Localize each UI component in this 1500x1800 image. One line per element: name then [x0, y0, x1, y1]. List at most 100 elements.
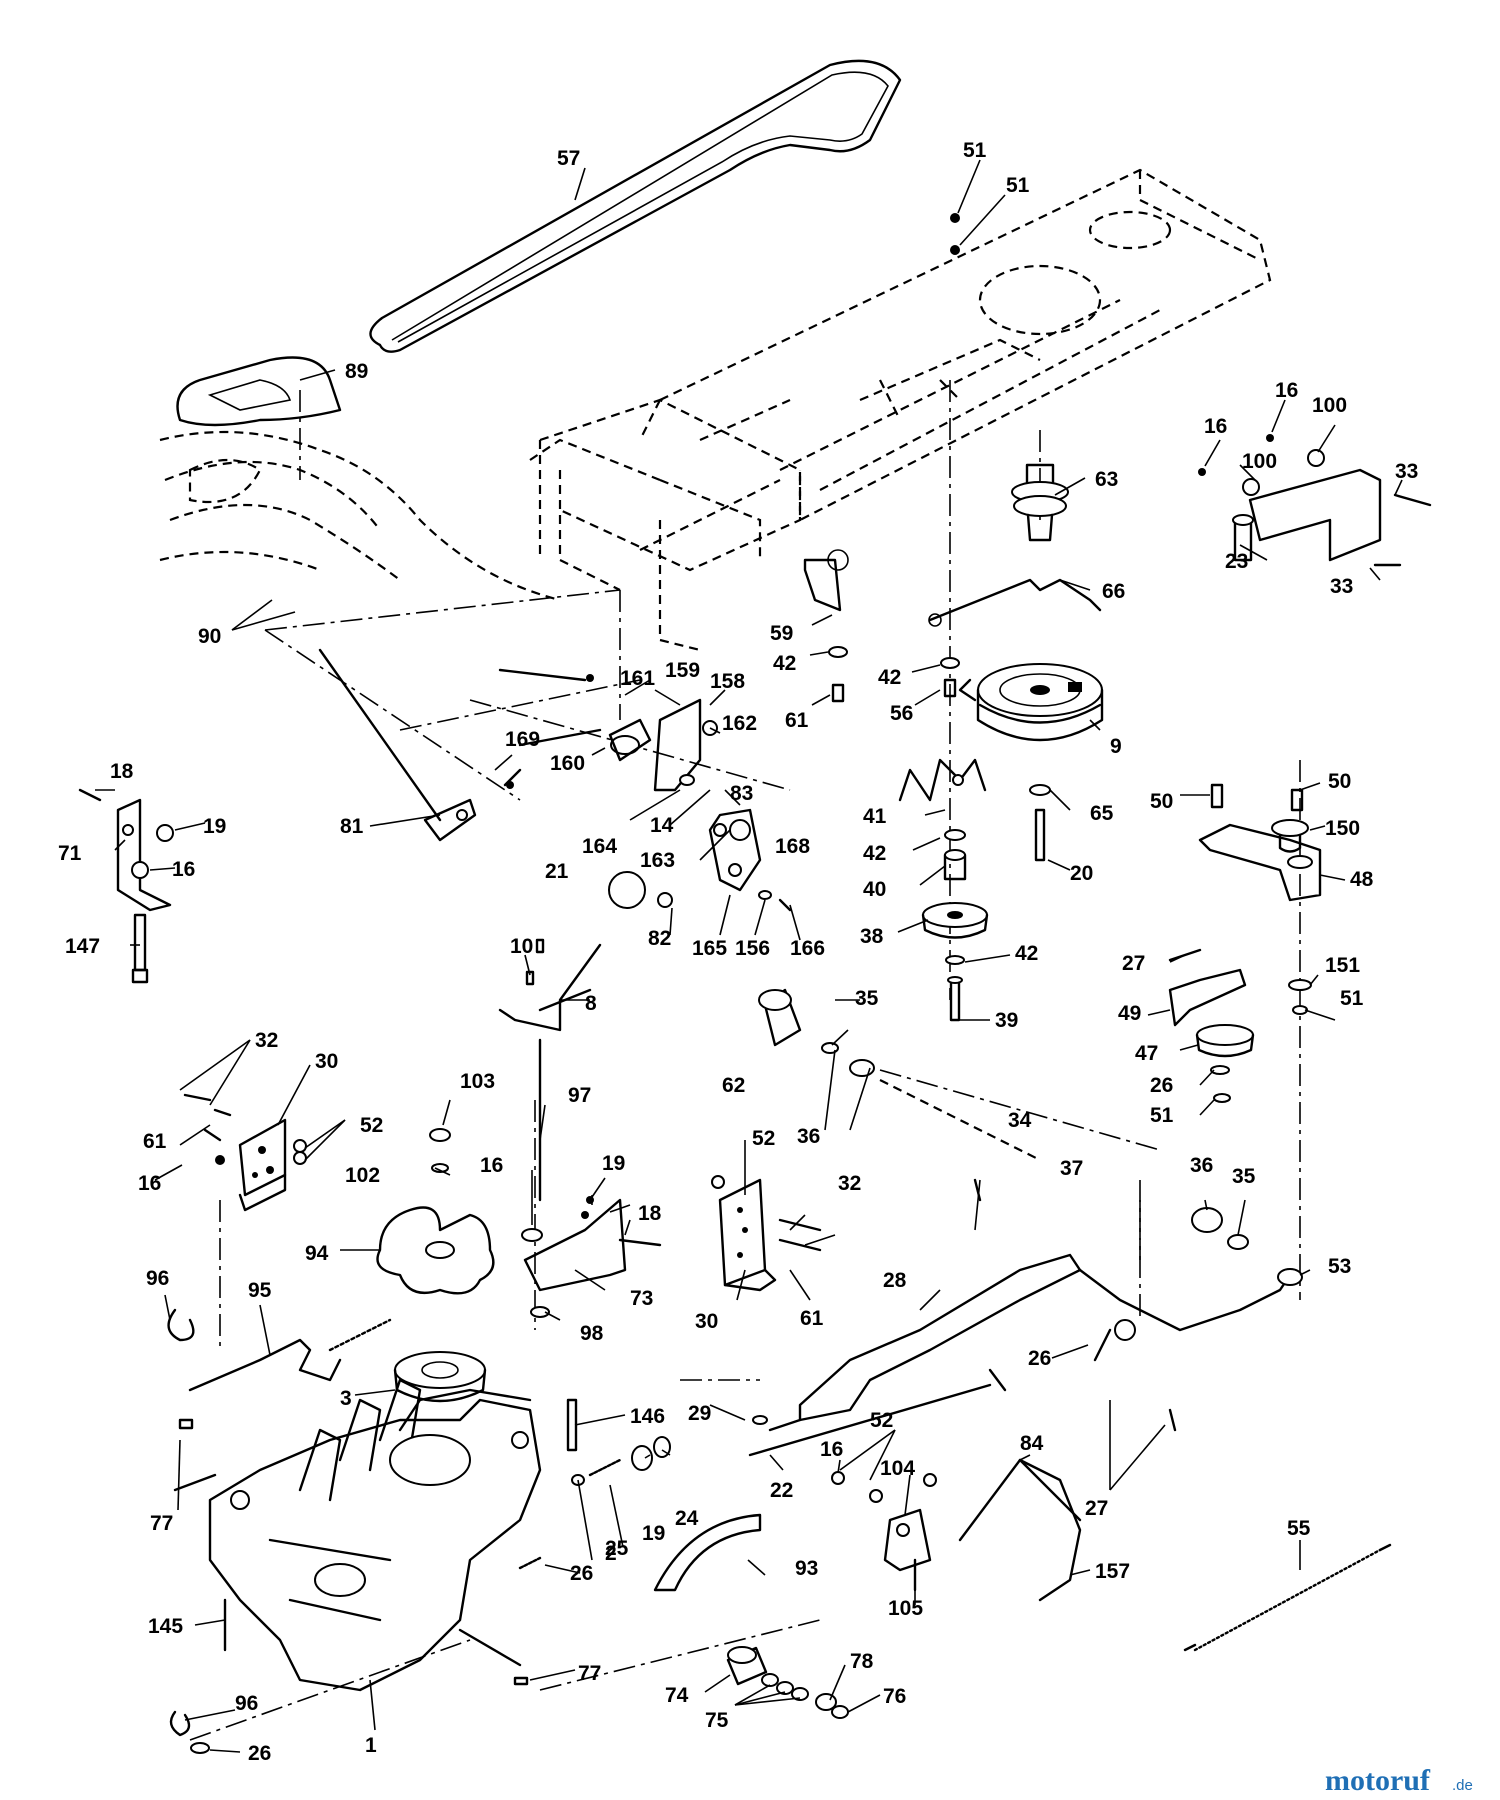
callout-147: 147: [65, 935, 100, 958]
callout-56: 56: [890, 702, 913, 725]
shift-plate: [176, 356, 342, 427]
callout-145: 145: [148, 1615, 183, 1638]
callout-76: 76: [883, 1685, 906, 1708]
callout-53: 53: [1328, 1255, 1351, 1278]
idler-stack: [921, 829, 989, 1022]
cross-shaft: [758, 988, 1249, 1250]
callout-30: 30: [695, 1310, 718, 1333]
callout-16: 16: [820, 1438, 843, 1461]
callout-25: 25: [605, 1537, 629, 1560]
callout-51: 51: [1340, 987, 1364, 1010]
callout-162: 162: [722, 712, 757, 735]
callout-33: 33: [1395, 460, 1418, 483]
callout-9: 9: [1110, 735, 1122, 758]
callout-8: 8: [585, 992, 597, 1015]
callout-73: 73: [630, 1287, 653, 1310]
callout-52: 52: [360, 1114, 383, 1137]
lift-rod: [318, 648, 477, 842]
clutch-bolt-stack: [1029, 784, 1051, 862]
callout-14: 14: [650, 814, 674, 837]
callout-23: 23: [1225, 550, 1248, 573]
callout-83: 83: [730, 782, 753, 805]
callout-26: 26: [570, 1562, 593, 1585]
control-rod: [748, 1368, 1007, 1457]
callout-166: 166: [790, 937, 825, 960]
callout-163: 163: [640, 849, 675, 872]
idler-arm: [1198, 783, 1322, 902]
callout-100: 100: [1242, 450, 1277, 473]
callout-labels: 57 51 51 89 16 100 16 100 33 23 33 63 66…: [58, 139, 1418, 1765]
callout-24: 24: [675, 1507, 699, 1530]
callout-16: 16: [1275, 379, 1298, 402]
clutch-bracket: [928, 578, 1102, 627]
callout-158: 158: [710, 670, 745, 693]
callout-103: 103: [460, 1070, 495, 1093]
callout-61: 61: [800, 1307, 824, 1330]
callout-100: 100: [1312, 394, 1347, 417]
callout-89: 89: [345, 360, 368, 383]
callout-41: 41: [863, 805, 887, 828]
callout-104: 104: [880, 1457, 915, 1480]
callout-55: 55: [1287, 1517, 1311, 1540]
callout-52: 52: [870, 1409, 893, 1432]
callout-61: 61: [143, 1130, 167, 1153]
callout-102: 102: [345, 1164, 380, 1187]
callout-160: 160: [550, 752, 585, 775]
callout-16: 16: [138, 1172, 161, 1195]
idler-pulley: [1168, 948, 1312, 1103]
callout-96: 96: [146, 1267, 169, 1290]
callout-26: 26: [248, 1742, 271, 1765]
watermark-logo: motoruf .de: [1325, 1764, 1473, 1797]
callout-105: 105: [888, 1597, 923, 1620]
callout-33: 33: [1330, 575, 1353, 598]
shift-plate-assembly: [498, 668, 718, 792]
callout-21: 21: [545, 860, 569, 883]
callout-50: 50: [1328, 770, 1351, 793]
callout-94: 94: [305, 1242, 329, 1265]
drive-belt: [369, 59, 902, 353]
callout-18: 18: [110, 760, 134, 783]
watermark-brand: motoruf: [1325, 1764, 1431, 1797]
callout-90: 90: [198, 625, 221, 648]
hose: [653, 1513, 762, 1592]
callout-95: 95: [248, 1279, 272, 1302]
small-bolt-stacks: [803, 213, 960, 703]
callout-38: 38: [860, 925, 884, 948]
left-bracket: [78, 788, 174, 984]
callout-27: 27: [1085, 1497, 1108, 1520]
callout-47: 47: [1135, 1042, 1158, 1065]
callout-75: 75: [705, 1709, 729, 1732]
callout-3: 3: [340, 1387, 352, 1410]
callout-96: 96: [235, 1692, 258, 1715]
drive-linkage: [798, 1253, 1303, 1432]
callout-63: 63: [1095, 468, 1118, 491]
bracket-73: [521, 1038, 662, 1318]
callout-42: 42: [878, 666, 901, 689]
callout-30: 30: [315, 1050, 338, 1073]
callout-1: 1: [365, 1734, 377, 1757]
fender-outline: [159, 430, 561, 602]
brake-plate: [657, 808, 792, 912]
callout-22: 22: [770, 1479, 793, 1502]
callout-35: 35: [1232, 1165, 1256, 1188]
callout-65: 65: [1090, 802, 1114, 825]
callout-48: 48: [1350, 868, 1374, 891]
callout-77: 77: [578, 1662, 601, 1685]
callout-146: 146: [630, 1405, 665, 1428]
axle-bracket-left: [183, 1093, 307, 1212]
callout-28: 28: [883, 1269, 907, 1292]
callout-18: 18: [638, 1202, 662, 1225]
callout-37: 37: [1060, 1157, 1083, 1180]
clutch-spring: [898, 758, 987, 802]
callout-78: 78: [850, 1650, 874, 1673]
callout-16: 16: [172, 858, 195, 881]
callout-61: 61: [785, 709, 809, 732]
callout-36: 36: [797, 1125, 820, 1148]
small-hardware-bottom: [169, 1418, 529, 1754]
callout-35: 35: [855, 987, 879, 1010]
tension-spring: [1183, 1543, 1392, 1652]
callout-27: 27: [1122, 952, 1145, 975]
watermark-tld: .de: [1452, 1777, 1473, 1794]
transaxle: [173, 1378, 542, 1692]
callout-50: 50: [1150, 790, 1173, 813]
